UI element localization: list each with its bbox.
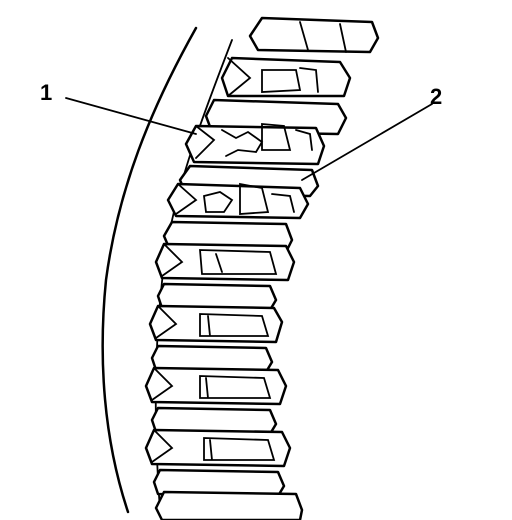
ring-edge-arc [101,26,198,514]
tooth-row [154,242,296,282]
tooth-row [154,490,304,520]
tooth-row [220,56,352,98]
tooth-row [148,304,284,344]
damaged-tooth-row [184,123,326,166]
callout-2-leader [301,103,433,181]
tooth-stack [144,16,380,520]
callout-2-label: 2 [430,84,442,109]
tooth-row [248,16,380,54]
callout-1-label: 1 [40,80,52,105]
callout-1-leader [65,97,197,135]
tooth-row [144,366,288,406]
tooth-row [144,428,292,468]
chipped-tooth-row [166,182,310,220]
